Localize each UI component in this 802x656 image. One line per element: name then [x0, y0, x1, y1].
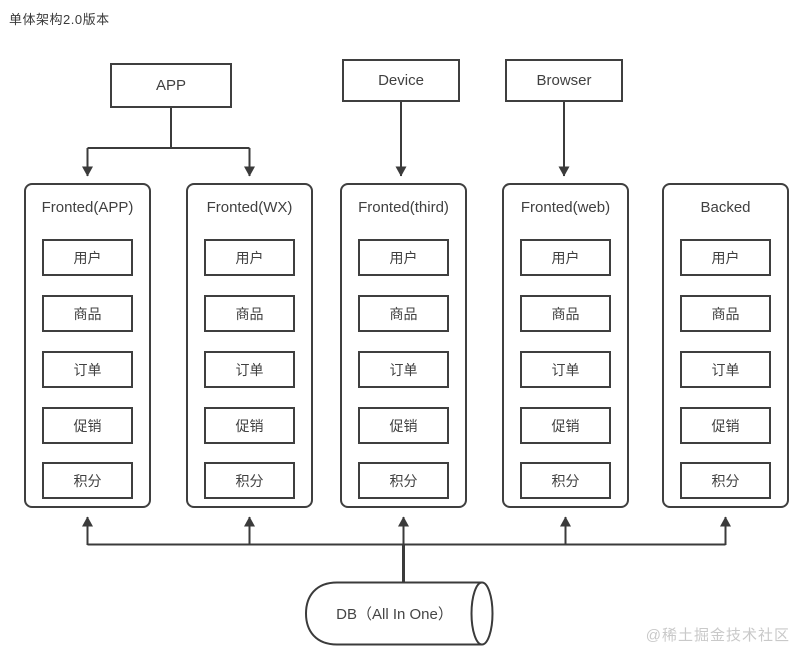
module-label: 积分	[711, 472, 740, 489]
module-label: 商品	[551, 305, 580, 322]
module-label: 促销	[389, 417, 418, 434]
module-label: 积分	[389, 472, 418, 489]
module-box: 用户	[358, 239, 449, 276]
column-fronted-wx: Fronted(WX) 用户 商品 订单 促销 积分	[186, 183, 313, 508]
db-cylinder-cap	[470, 581, 494, 646]
module-box: 订单	[358, 351, 449, 388]
module-label: 促销	[711, 417, 740, 434]
module-label: 商品	[389, 305, 418, 322]
module-label: 用户	[73, 249, 102, 266]
module-label: 商品	[73, 305, 102, 322]
module-box: 订单	[520, 351, 611, 388]
module-box: 商品	[358, 295, 449, 332]
module-label: 积分	[551, 472, 580, 489]
module-label: 促销	[235, 417, 264, 434]
module-label: 促销	[551, 417, 580, 434]
node-device: Device	[342, 59, 460, 102]
module-box: 积分	[520, 462, 611, 499]
node-browser-label: Browser	[536, 72, 592, 89]
module-label: 积分	[235, 472, 264, 489]
node-browser: Browser	[505, 59, 623, 102]
column-title: Fronted(web)	[520, 199, 611, 216]
module-label: 订单	[711, 361, 740, 378]
module-box: 用户	[42, 239, 133, 276]
module-box: 订单	[42, 351, 133, 388]
module-box: 商品	[520, 295, 611, 332]
module-label: 订单	[73, 361, 102, 378]
module-box: 订单	[680, 351, 771, 388]
module-box: 积分	[204, 462, 295, 499]
column-fronted-web: Fronted(web) 用户 商品 订单 促销 积分	[502, 183, 629, 508]
module-label: 商品	[711, 305, 740, 322]
module-label: 促销	[73, 417, 102, 434]
watermark: @稀土掘金技术社区	[645, 627, 790, 644]
module-box: 促销	[42, 407, 133, 444]
module-label: 订单	[235, 361, 264, 378]
module-box: 促销	[204, 407, 295, 444]
module-label: 用户	[551, 249, 580, 266]
module-box: 积分	[42, 462, 133, 499]
module-box: 促销	[358, 407, 449, 444]
diagram-title: 单体架构2.0版本	[9, 12, 110, 27]
module-box: 用户	[680, 239, 771, 276]
module-box: 商品	[680, 295, 771, 332]
column-title: Backed	[700, 199, 751, 216]
module-label: 订单	[389, 361, 418, 378]
module-box: 订单	[204, 351, 295, 388]
node-device-label: Device	[378, 72, 424, 89]
module-label: 商品	[235, 305, 264, 322]
db-cylinder-body	[304, 581, 482, 646]
node-app: APP	[110, 63, 232, 108]
module-box: 商品	[204, 295, 295, 332]
module-box: 用户	[520, 239, 611, 276]
module-label: 订单	[551, 361, 580, 378]
module-box: 用户	[204, 239, 295, 276]
node-app-label: APP	[155, 77, 186, 94]
edge-app-stem	[87, 108, 250, 149]
module-box: 促销	[520, 407, 611, 444]
module-label: 用户	[711, 249, 740, 266]
column-fronted-app: Fronted(APP) 用户 商品 订单 促销 积分	[24, 183, 151, 508]
module-label: 积分	[73, 472, 102, 489]
column-backed: Backed 用户 商品 订单 促销 积分	[662, 183, 789, 508]
column-title: Fronted(WX)	[206, 199, 293, 216]
column-title: Fronted(third)	[358, 199, 449, 216]
module-box: 积分	[358, 462, 449, 499]
column-fronted-third: Fronted(third) 用户 商品 订单 促销 积分	[340, 183, 467, 508]
module-box: 商品	[42, 295, 133, 332]
db-node-label: DB（All In One）	[336, 606, 453, 623]
module-label: 用户	[389, 249, 418, 266]
column-title: Fronted(APP)	[41, 199, 134, 216]
module-box: 积分	[680, 462, 771, 499]
module-label: 用户	[235, 249, 264, 266]
module-box: 促销	[680, 407, 771, 444]
